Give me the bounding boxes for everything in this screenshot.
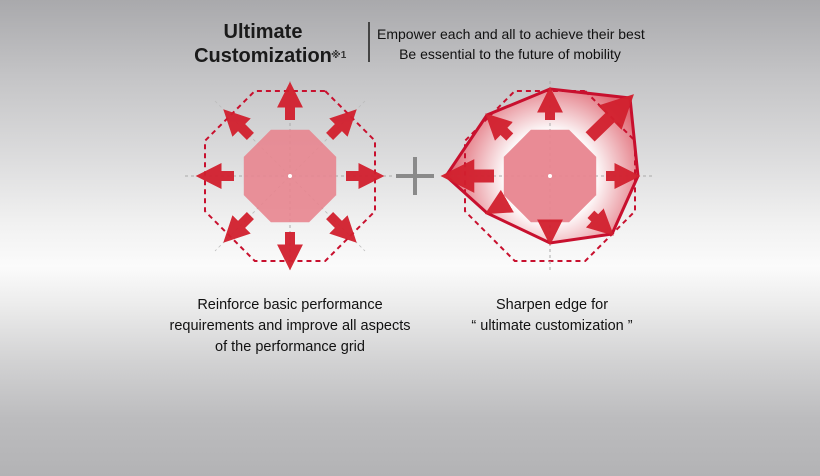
- left-caption: Reinforce basic performance requirements…: [160, 295, 420, 358]
- header-divider: [368, 22, 370, 62]
- expansion-arrow: [485, 113, 514, 141]
- tagline: Empower each and all to achieve their be…: [377, 24, 645, 64]
- right-performance-chart: [440, 81, 655, 271]
- title-line-1: Ultimate: [223, 21, 303, 43]
- expansion-arrow: [585, 94, 634, 142]
- expansion-arrow: [484, 189, 514, 215]
- title-line-2: Customization: [194, 45, 332, 67]
- left-performance-chart: [185, 81, 395, 271]
- expansion-arrow: [585, 208, 614, 236]
- left-caption-line-3: of the performance grid: [215, 339, 365, 355]
- title-footnote-mark: ※1: [331, 50, 347, 61]
- right-caption: Sharpen edge for “ ultimate customizatio…: [432, 295, 672, 337]
- expansion-arrow: [326, 109, 357, 140]
- page-title: Ultimate Customization: [188, 20, 338, 68]
- expansion-arrow: [223, 212, 254, 243]
- expansion-arrow: [223, 109, 254, 140]
- tagline-line-1: Empower each and all to achieve their be…: [377, 26, 645, 42]
- center-dot: [548, 174, 552, 178]
- left-caption-line-2: requirements and improve all aspects: [169, 318, 411, 334]
- left-caption-line-1: Reinforce basic performance: [197, 297, 383, 313]
- tagline-line-2: Be essential to the future of mobility: [399, 46, 621, 62]
- plus-operator: [396, 157, 434, 195]
- right-caption-line-2: “ ultimate customization ”: [471, 318, 633, 334]
- center-dot: [288, 174, 292, 178]
- right-caption-line-1: Sharpen edge for: [495, 297, 609, 313]
- expansion-arrow: [326, 212, 357, 243]
